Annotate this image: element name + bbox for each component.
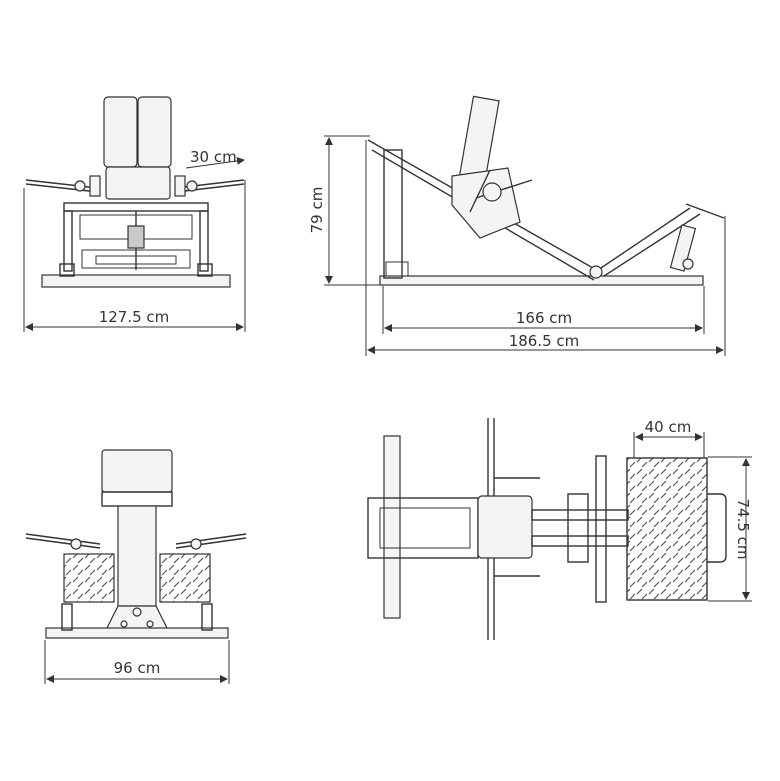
side-rear-upright xyxy=(383,149,403,279)
back-plate-left xyxy=(63,553,115,603)
side-base-rail xyxy=(379,275,704,286)
top-seat xyxy=(477,495,533,559)
back-base xyxy=(45,627,229,639)
front-seat xyxy=(105,166,171,200)
top-view: 40 cm 74.5 cm xyxy=(367,418,752,640)
back-center-column xyxy=(117,505,157,607)
side-sled xyxy=(451,167,521,239)
top-footplate xyxy=(626,457,708,601)
back-handle-right xyxy=(175,533,247,545)
back-handle-left xyxy=(25,533,101,545)
front-base xyxy=(41,274,231,288)
front-handle-left xyxy=(25,179,99,189)
top-platform-depth-label: 40 cm xyxy=(645,418,692,436)
side-total-length-label: 186.5 cm xyxy=(509,332,580,350)
back-footplate-top xyxy=(101,449,173,493)
top-footplate-handle xyxy=(707,493,727,563)
side-base-length-label: 166 cm xyxy=(516,309,572,327)
side-view: 79 cm 166 cm 186.5 cm xyxy=(308,95,726,356)
top-rear-crossbar xyxy=(383,435,401,619)
front-handle-right xyxy=(175,179,245,189)
back-width-label: 96 cm xyxy=(114,659,161,677)
front-back-pad-right xyxy=(137,96,172,168)
front-view: 30 cm 127.5 cm xyxy=(23,96,246,332)
front-width-label: 127.5 cm xyxy=(99,308,170,326)
back-view: 96 cm xyxy=(25,449,247,684)
front-top-angle-label: 30 cm xyxy=(190,148,237,166)
back-plate-right xyxy=(159,553,211,603)
front-frame-top xyxy=(63,202,209,212)
front-back-pad-left xyxy=(103,96,138,168)
top-platform-width-label: 74.5 cm xyxy=(734,498,752,559)
side-height-label: 79 cm xyxy=(308,187,326,234)
